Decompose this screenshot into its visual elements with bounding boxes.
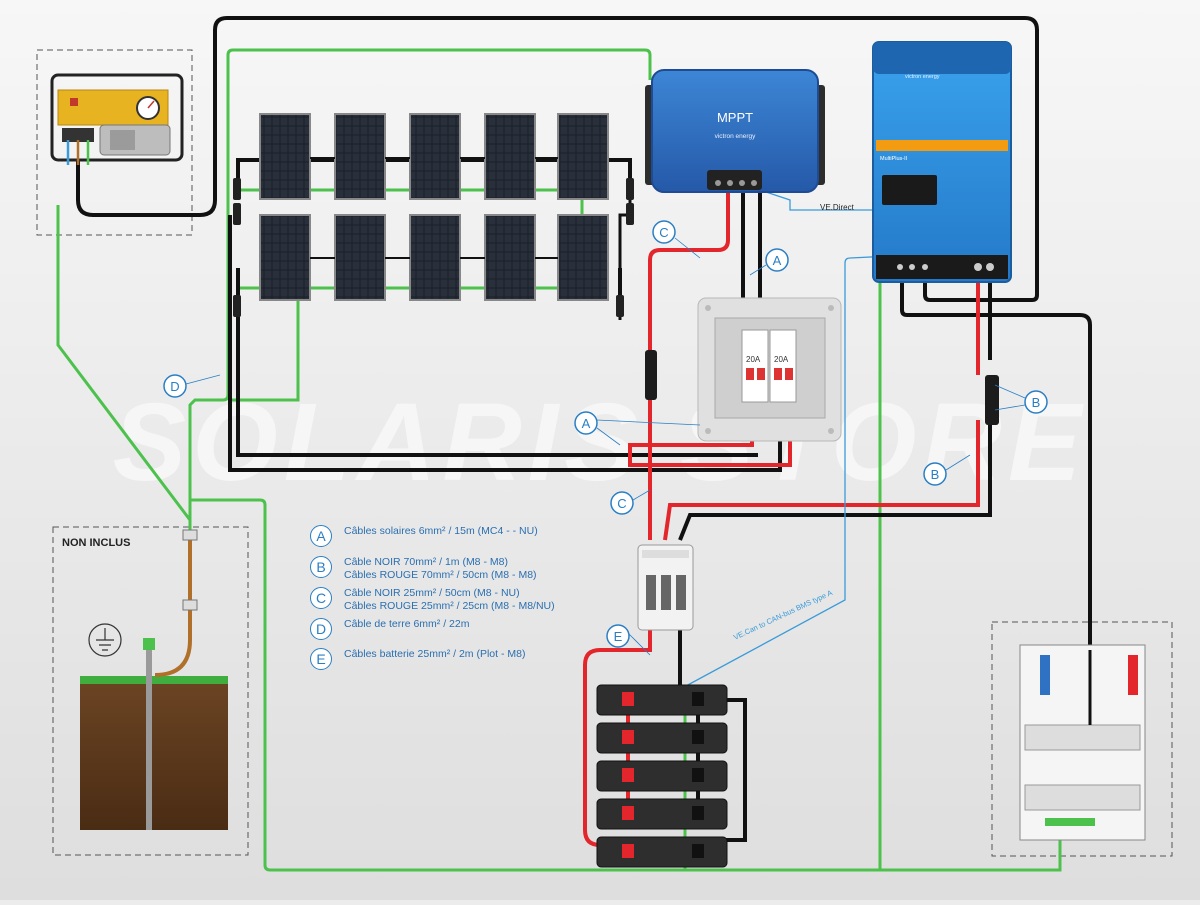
earth-box (52, 526, 249, 856)
mppt-charger: MPPT victron energy (645, 69, 825, 193)
breaker-rating-1: 20A (746, 355, 761, 364)
callout-b-right: B (1024, 390, 1048, 414)
legend-item-d: D Câble de terre 6mm² / 22m (310, 618, 469, 640)
pv-breaker-box: 20A 20A (697, 297, 842, 442)
battery-stack (596, 684, 728, 868)
callout-c-top: C (652, 220, 676, 244)
callout-a-top: A (765, 248, 789, 272)
non-inclus-label: NON INCLUS (62, 537, 130, 549)
legend-item-b: B Câble NOIR 70mm² / 1m (M8 - M8) Câbles… (310, 556, 537, 581)
svg-text:E: E (614, 629, 623, 644)
fuse-holder-battery (985, 375, 999, 425)
legend-line: Câbles ROUGE 25mm² / 25cm (M8 - M8/NU) (344, 599, 555, 612)
legend-line: Câbles batterie 25mm² / 2m (Plot - M8) (344, 648, 526, 660)
mppt-title: MPPT (717, 110, 753, 125)
multiplus-model: MultiPlus-II (880, 156, 908, 162)
black-wires (76, 16, 1092, 842)
legend-line: Câbles ROUGE 70mm² / 50cm (M8 - M8) (344, 568, 537, 581)
legend-badge: C (310, 587, 332, 609)
callouts: C A D A B B C E (163, 220, 1048, 656)
earth-rod (80, 529, 228, 830)
svg-text:A: A (773, 253, 782, 268)
solar-panel-row-1 (259, 113, 609, 200)
multiplus-inverter: victron energy MultiPlus-II (872, 41, 1012, 283)
callout-e: E (606, 624, 630, 648)
callout-c-low: C (610, 491, 634, 515)
generator (50, 73, 184, 165)
legend-item-c: C Câble NOIR 25mm² / 50cm (M8 - NU) Câbl… (310, 587, 555, 612)
battery-disconnect (637, 544, 694, 631)
ve-direct-label: VE.Direct (820, 203, 855, 212)
svg-text:B: B (1032, 395, 1041, 410)
svg-text:A: A (582, 416, 591, 431)
svg-text:C: C (617, 496, 626, 511)
mppt-brand: victron energy (715, 133, 757, 140)
legend-badge: E (310, 648, 332, 670)
legend-item-a: A Câbles solaires 6mm² / 15m (MC4 - - NU… (310, 525, 538, 547)
ac-distribution-panel (1019, 644, 1146, 841)
multiplus-brand: victron energy (905, 74, 940, 80)
fuse-holder-pv (645, 350, 657, 400)
svg-text:B: B (931, 467, 940, 482)
legend-line: Câble NOIR 70mm² / 1m (M8 - M8) (344, 556, 508, 568)
legend-item-e: E Câbles batterie 25mm² / 2m (Plot - M8) (310, 648, 525, 670)
legend-line: Câble NOIR 25mm² / 50cm (M8 - NU) (344, 587, 520, 599)
legend-line: Câble de terre 6mm² / 22m (344, 618, 470, 630)
legend-badge: B (310, 556, 332, 578)
legend-badge: A (310, 525, 332, 547)
callout-b-low: B (923, 462, 947, 486)
legend-line: Câbles solaires 6mm² / 15m (MC4 - - NU) (344, 525, 538, 537)
callout-d: D (163, 374, 187, 398)
breaker-rating-2: 20A (774, 355, 789, 364)
svg-text:D: D (170, 379, 179, 394)
legend-badge: D (310, 618, 332, 640)
callout-a-mid: A (574, 411, 598, 435)
solar-array (233, 113, 634, 317)
svg-text:C: C (659, 225, 668, 240)
distribution-box (991, 621, 1173, 857)
